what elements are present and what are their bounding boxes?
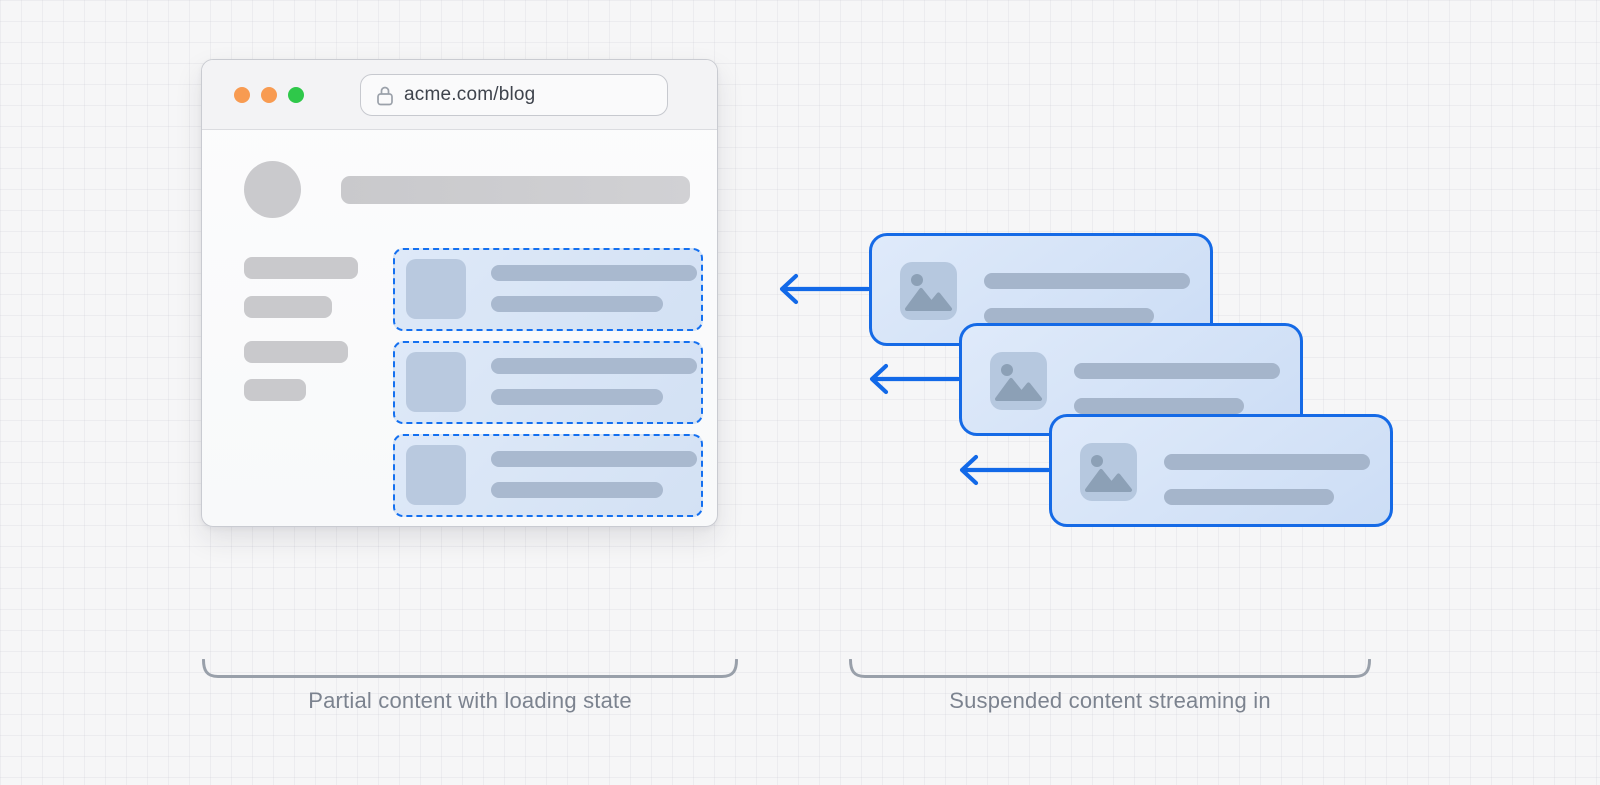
text-skeleton-bar xyxy=(1164,454,1370,470)
text-skeleton-bar xyxy=(1074,398,1244,414)
sidebar-skeleton-bar xyxy=(244,379,306,401)
text-skeleton-bar xyxy=(491,451,697,467)
image-placeholder xyxy=(1080,443,1137,501)
url-text: acme.com/blog xyxy=(404,84,536,105)
thumbnail-skeleton xyxy=(406,445,466,505)
image-icon xyxy=(905,274,952,311)
sidebar-skeleton-bar xyxy=(244,257,358,279)
left-caption: Partial content with loading state xyxy=(308,688,632,713)
text-skeleton-bar xyxy=(1074,363,1280,379)
image-placeholder xyxy=(990,352,1047,410)
browser-content xyxy=(202,131,717,526)
right-brace xyxy=(849,659,1371,678)
browser-titlebar: acme.com/blog xyxy=(202,60,717,130)
right-caption: Suspended content streaming in xyxy=(949,688,1271,713)
browser-window: acme.com/blog xyxy=(201,59,718,527)
text-skeleton-bar xyxy=(491,358,697,374)
url-bar[interactable]: acme.com/blog xyxy=(360,74,668,116)
traffic-dot[interactable] xyxy=(234,87,250,103)
avatar-skeleton xyxy=(244,161,301,218)
loading-placeholder-card xyxy=(393,434,703,517)
loading-placeholder-card xyxy=(393,341,703,424)
left-arrow-icon xyxy=(959,454,1050,486)
text-skeleton-bar xyxy=(984,273,1190,289)
left-brace xyxy=(202,659,738,678)
loading-placeholder-card xyxy=(393,248,703,331)
header-skeleton-bar xyxy=(341,176,690,204)
left-arrow-icon xyxy=(779,273,870,305)
left-arrow-icon xyxy=(869,363,960,395)
traffic-dot[interactable] xyxy=(288,87,304,103)
thumbnail-skeleton xyxy=(406,259,466,319)
traffic-dot[interactable] xyxy=(261,87,277,103)
image-icon xyxy=(1085,455,1132,492)
text-skeleton-bar xyxy=(491,482,663,498)
traffic-lights xyxy=(234,60,304,130)
stream-card xyxy=(1049,414,1393,527)
sidebar-skeleton-bar xyxy=(244,341,348,363)
image-icon xyxy=(995,364,1042,401)
text-skeleton-bar xyxy=(984,308,1154,324)
sidebar-skeleton-bar xyxy=(244,296,332,318)
text-skeleton-bar xyxy=(491,296,663,312)
text-skeleton-bar xyxy=(1164,489,1334,505)
text-skeleton-bar xyxy=(491,265,697,281)
stream-card xyxy=(869,233,1213,346)
lock-icon xyxy=(376,85,394,106)
text-skeleton-bar xyxy=(491,389,663,405)
image-placeholder xyxy=(900,262,957,320)
thumbnail-skeleton xyxy=(406,352,466,412)
